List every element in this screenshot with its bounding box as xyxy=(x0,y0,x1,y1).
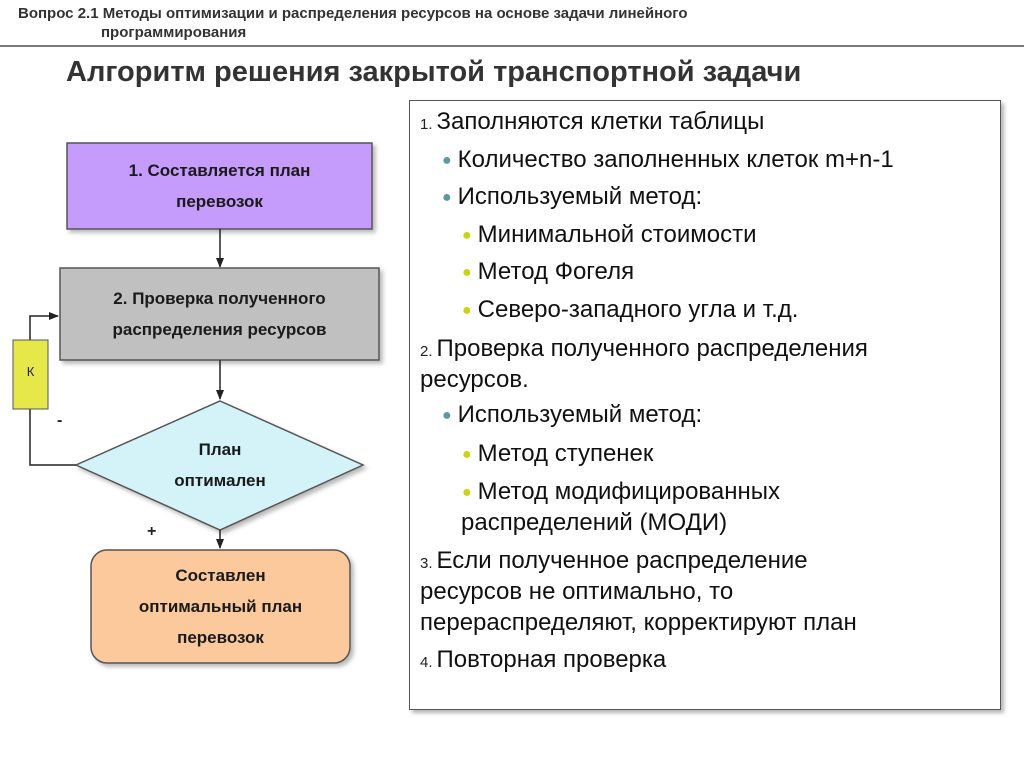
sub-bullet-steps: ● Метод ступенек xyxy=(462,438,653,470)
bullet-icon: ● xyxy=(462,446,472,463)
step1-label: 1. Составляется план перевозок xyxy=(67,143,372,229)
step2-box xyxy=(59,267,380,361)
header-text: Вопрос 2.1 Методы оптимизации и распреде… xyxy=(18,4,918,42)
bullet-icon: ● xyxy=(462,227,472,244)
bullet-method-2-text: Используемый метод: xyxy=(457,401,703,428)
page-title: Алгоритм решения закрытой транспортной з… xyxy=(66,56,802,88)
bullet-method-2: ● Используемый метод: xyxy=(442,399,702,431)
bullet-method-1: ● Используемый метод: xyxy=(442,181,702,213)
header-line-1: Вопрос 2.1 Методы оптимизации и распреде… xyxy=(18,5,688,22)
flowchart-shapes xyxy=(12,142,380,664)
step3-item: 3.Если полученное распределение xyxy=(420,545,808,579)
sub-bullet-northwest: ● Северо-западного угла и т.д. xyxy=(462,294,798,326)
step1-line-2: перевозок xyxy=(176,192,263,211)
flowchart: 1. Составляется план перевозок 2. Провер… xyxy=(0,0,410,767)
bullet-icon: ● xyxy=(462,302,472,319)
bullet-icon: ● xyxy=(442,152,452,169)
step4-number: 4. xyxy=(420,654,433,671)
step2-line-2: распределения ресурсов xyxy=(112,320,327,339)
minus-label: - xyxy=(57,412,63,429)
bullet-method-1-text: Используемый метод: xyxy=(457,183,703,210)
step2-text-2: ресурсов. xyxy=(420,366,529,393)
sub-bullet-modi-text-2: распределений (МОДИ) xyxy=(461,509,728,536)
sub-bullet-vogel: ● Метод Фогеля xyxy=(462,256,634,288)
step1-line-1: 1. Составляется план xyxy=(128,161,311,180)
step3-item-cont-1: ресурсов не оптимально, то xyxy=(420,576,733,607)
decision-line-2: оптимален xyxy=(174,471,266,490)
step2-label: 2. Проверка полученного распределения ре… xyxy=(60,268,379,360)
decision-label: План оптимален xyxy=(140,433,300,497)
bullet-icon: ● xyxy=(442,189,452,206)
step1-box xyxy=(66,142,373,230)
result-line-1: Составлен xyxy=(175,566,266,585)
step1-number: 1. xyxy=(420,116,433,133)
header-divider xyxy=(0,45,1024,47)
step3-number: 3. xyxy=(420,555,433,572)
step1-text: Заполняются клетки таблицы xyxy=(436,108,765,135)
result-box xyxy=(90,549,351,664)
bullet-icon: ● xyxy=(462,264,472,281)
k-box xyxy=(12,339,49,410)
bullet-filled-cells-text: Количество заполненных клеток m+n-1 xyxy=(457,146,894,173)
bullet-icon: ● xyxy=(442,407,452,424)
steps-panel: 1.Заполняются клетки таблицы ● Количество… xyxy=(409,100,1001,710)
slide-header: Вопрос 2.1 Методы оптимизации и распреде… xyxy=(0,0,1024,48)
bullet-filled-cells: ● Количество заполненных клеток m+n-1 xyxy=(442,144,894,176)
step2-item-cont: ресурсов. xyxy=(420,364,529,395)
step3-text-3: перераспределяют, корректируют план xyxy=(420,609,857,636)
result-label: Составлен оптимальный план перевозок xyxy=(91,550,350,663)
header-line-2: программирования xyxy=(101,24,247,41)
sub-bullet-modi-text-1: Метод модифицированных xyxy=(477,478,781,505)
sub-bullet-vogel-text: Метод Фогеля xyxy=(477,258,635,285)
step2-number: 2. xyxy=(420,343,433,360)
bullet-icon: ● xyxy=(462,484,472,501)
step3-item-cont-2: перераспределяют, корректируют план xyxy=(420,607,857,638)
step2-line-1: 2. Проверка полученного xyxy=(113,289,326,308)
step3-text-1: Если полученное распределение xyxy=(436,547,808,574)
plus-label: + xyxy=(147,523,157,540)
sub-bullet-steps-text: Метод ступенек xyxy=(477,440,654,467)
sub-bullet-modi: ● Метод модифицированных xyxy=(462,476,780,508)
step4-text: Повторная проверка xyxy=(436,646,667,673)
sub-bullet-modi-cont: распределений (МОДИ) xyxy=(461,507,727,538)
k-label: К xyxy=(26,364,35,379)
step3-text-2: ресурсов не оптимально, то xyxy=(420,578,734,605)
result-line-2: оптимальный план xyxy=(138,597,303,616)
result-line-3: перевозок xyxy=(177,628,264,647)
step4-item: 4.Повторная проверка xyxy=(420,644,666,678)
step2-text-1: Проверка полученного распределения xyxy=(436,335,868,362)
sub-bullet-min-cost-text: Минимальной стоимости xyxy=(477,221,757,248)
decision-line-1: План xyxy=(198,440,242,459)
step1-item: 1.Заполняются клетки таблицы xyxy=(420,106,764,140)
sub-bullet-min-cost: ● Минимальной стоимости xyxy=(462,219,756,251)
step2-item: 2.Проверка полученного распределения xyxy=(420,333,868,367)
sub-bullet-northwest-text: Северо-западного угла и т.д. xyxy=(477,296,799,323)
